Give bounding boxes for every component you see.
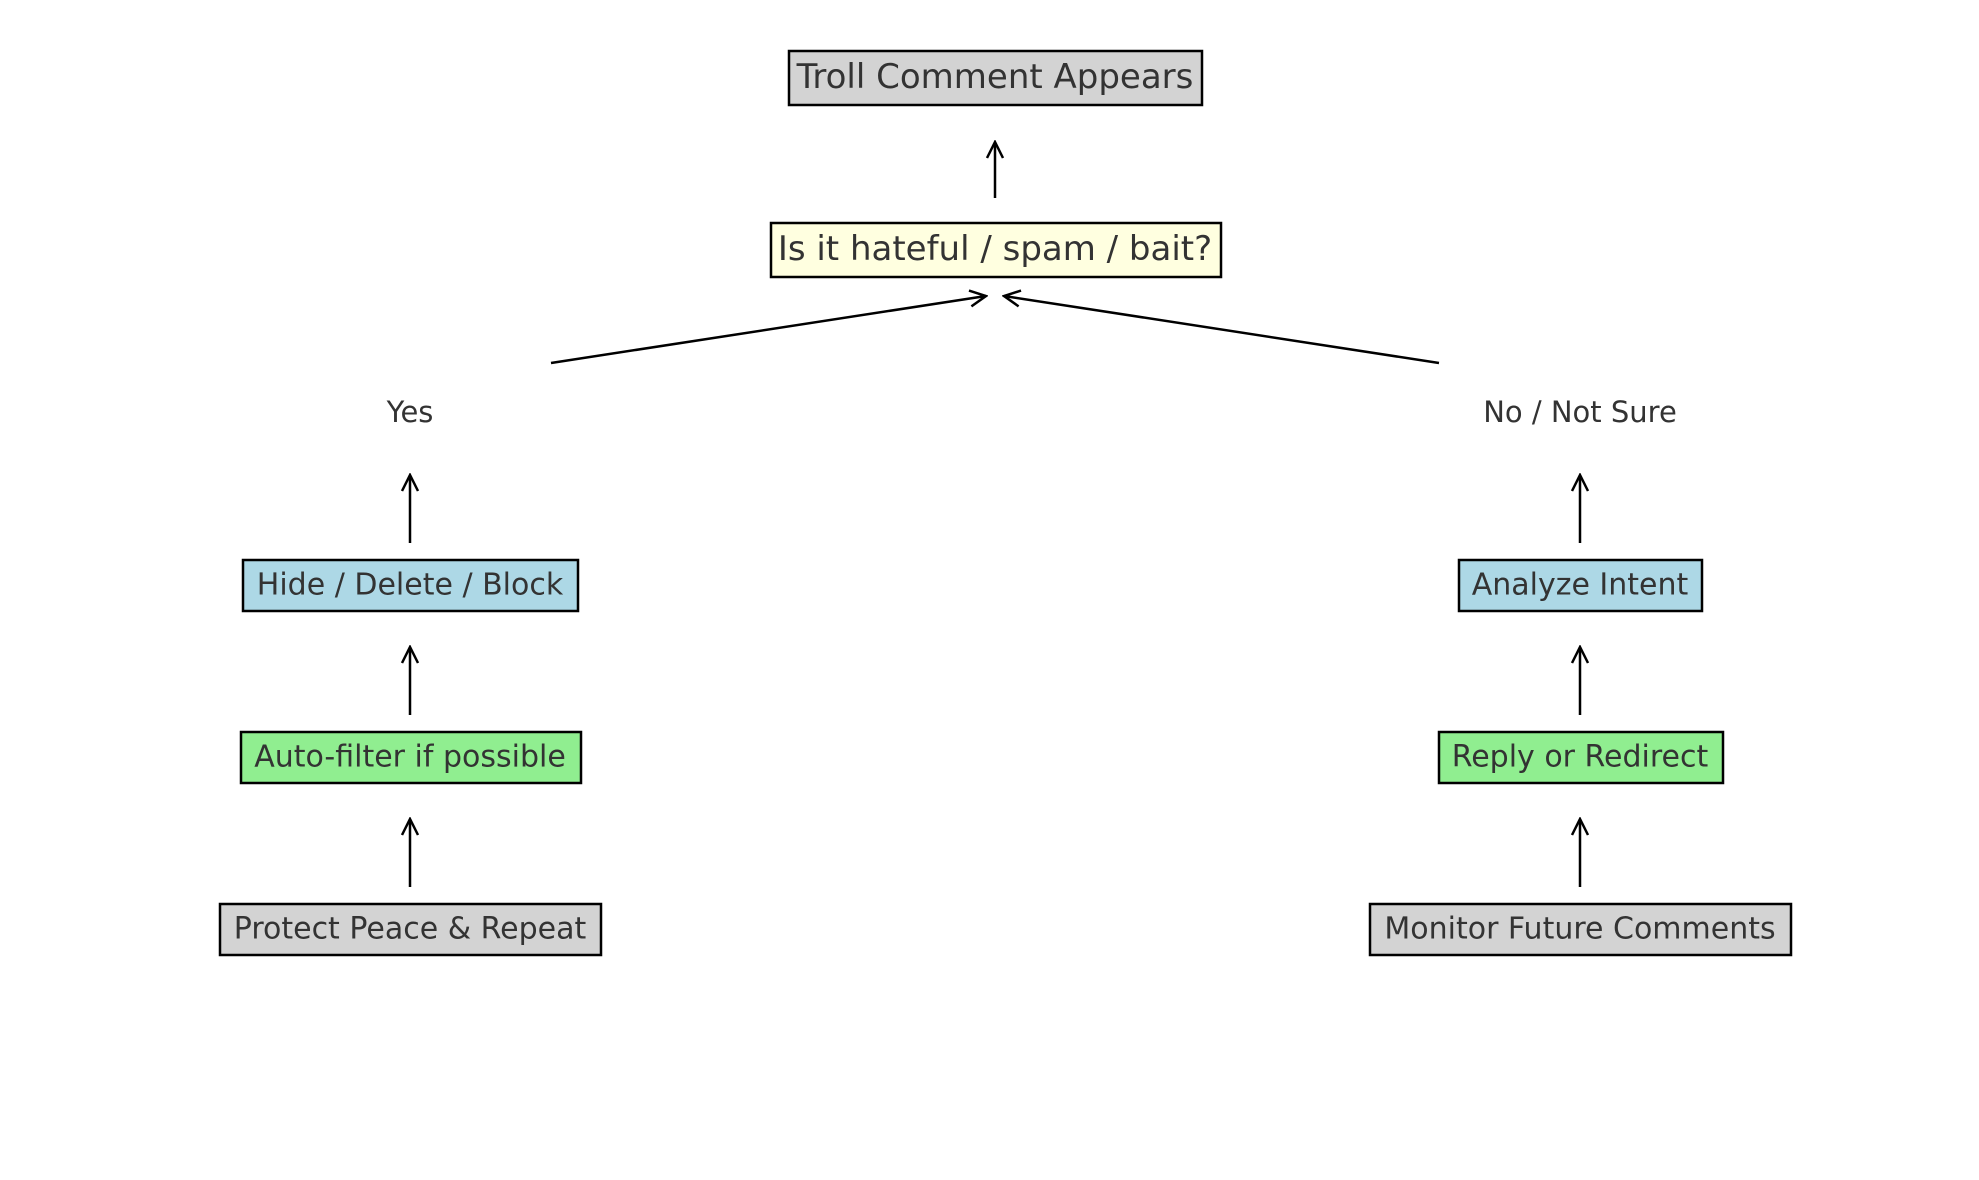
node-box — [239, 730, 583, 785]
node-label: Analyze Intent — [1472, 568, 1689, 603]
node-label: Hide / Delete / Block — [257, 568, 564, 603]
node-protect-peace-repeat: Protect Peace & Repeat — [218, 902, 603, 957]
node-label: Monitor Future Comments — [1384, 912, 1775, 947]
edges — [410, 142, 1580, 887]
branch-label-no-not-sure: No / Not Sure — [1483, 395, 1677, 429]
node-box — [1457, 558, 1704, 613]
node-box — [218, 902, 603, 957]
node-troll-comment-appears: Troll Comment Appears — [787, 49, 1204, 107]
node-box — [241, 558, 580, 613]
branch-label-yes: Yes — [386, 395, 434, 429]
node-auto-filter: Auto-filter if possible — [239, 730, 583, 785]
node-reply-or-redirect: Reply or Redirect — [1437, 730, 1725, 785]
node-label: Reply or Redirect — [1452, 740, 1709, 775]
node-label: No / Not Sure — [1483, 395, 1677, 429]
node-box — [769, 221, 1223, 279]
node-analyze-intent: Analyze Intent — [1457, 558, 1704, 613]
node-label: Yes — [386, 395, 434, 429]
node-label: Troll Comment Appears — [796, 57, 1194, 97]
node-monitor-future-comments: Monitor Future Comments — [1368, 902, 1793, 957]
edge-yes-to-question — [550, 296, 986, 365]
node-hide-delete-block: Hide / Delete / Block — [241, 558, 580, 613]
node-label: Auto-filter if possible — [254, 740, 566, 775]
node-decision-question: Is it hateful / spam / bait? — [769, 221, 1223, 279]
edge-no-to-question — [1004, 296, 1440, 365]
node-box — [787, 49, 1204, 107]
node-label: Protect Peace & Repeat — [234, 912, 587, 947]
node-box — [1368, 902, 1793, 957]
node-box — [1437, 730, 1725, 785]
node-label: Is it hateful / spam / bait? — [778, 229, 1212, 269]
